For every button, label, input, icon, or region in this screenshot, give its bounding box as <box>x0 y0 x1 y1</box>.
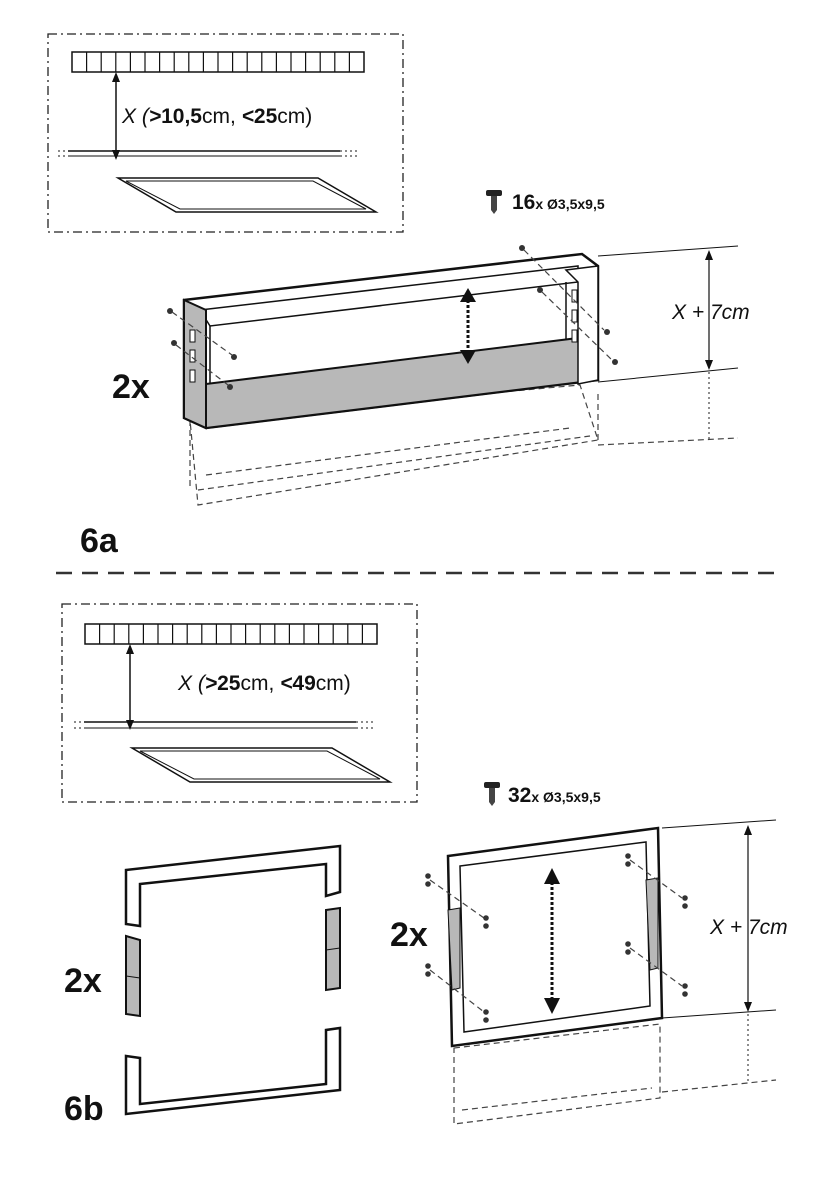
ceiling-icon <box>71 51 365 73</box>
assembled-frame-6b <box>425 826 688 1125</box>
screw-spec-6b: x Ø3,5x9,5 <box>531 789 600 805</box>
screw-icon <box>486 190 502 214</box>
distance-arrow-6b <box>126 644 134 730</box>
svg-text:32x Ø3,5x9,5: 32x Ø3,5x9,5 <box>508 784 601 807</box>
screw-markers-6b <box>425 853 688 1023</box>
distance-arrow <box>112 72 120 160</box>
height-label-6b: X + 7cm <box>709 916 788 939</box>
screw-callout-6b: 32x Ø3,5x9,5 <box>484 782 601 807</box>
dimension-text-6a: X (>10,5cm, <25cm) <box>121 105 312 128</box>
screw-icon <box>484 782 500 806</box>
height-adjust-arrow <box>460 288 476 364</box>
dimension-text-6b: X (>25cm, <49cm) <box>177 672 351 695</box>
height-label-6a: X + 7cm <box>671 301 750 324</box>
ceiling-distance-box <box>47 33 404 233</box>
screw-count-6b: 32 <box>508 784 531 807</box>
screw-callout-6a: 16x Ø3,5x9,5 <box>486 190 605 214</box>
svg-text:16x Ø3,5x9,5: 16x Ø3,5x9,5 <box>512 191 605 214</box>
screw-count-6a: 16 <box>512 191 535 214</box>
multiplier-6a: 2x <box>112 368 150 406</box>
ceiling-distance-box-6b <box>61 603 418 803</box>
ceiling-icon-6b <box>84 623 378 645</box>
frame-6a <box>167 245 618 506</box>
multiplier-6b-right: 2x <box>390 916 428 954</box>
height-adjust-arrow-6b <box>544 868 560 1014</box>
step-label-6a: 6a <box>80 522 119 560</box>
section-6b: X (>25cm, <49cm) 32x Ø3,5x9,5 <box>61 603 788 1128</box>
height-dimension-6b <box>661 819 777 1093</box>
screw-markers-6a <box>167 245 618 390</box>
step-label-6b: 6b <box>64 1090 104 1128</box>
exploded-frame-6b <box>124 844 342 1116</box>
section-6a: X (>10,5cm, <25cm) 16x Ø3,5x9,5 <box>47 33 750 560</box>
height-dimension-6a <box>597 245 739 446</box>
hob-plate <box>115 177 379 213</box>
screw-spec-6a: x Ø3,5x9,5 <box>535 196 604 212</box>
multiplier-6b-left: 2x <box>64 962 102 1000</box>
hob-plate-6b <box>129 747 393 783</box>
